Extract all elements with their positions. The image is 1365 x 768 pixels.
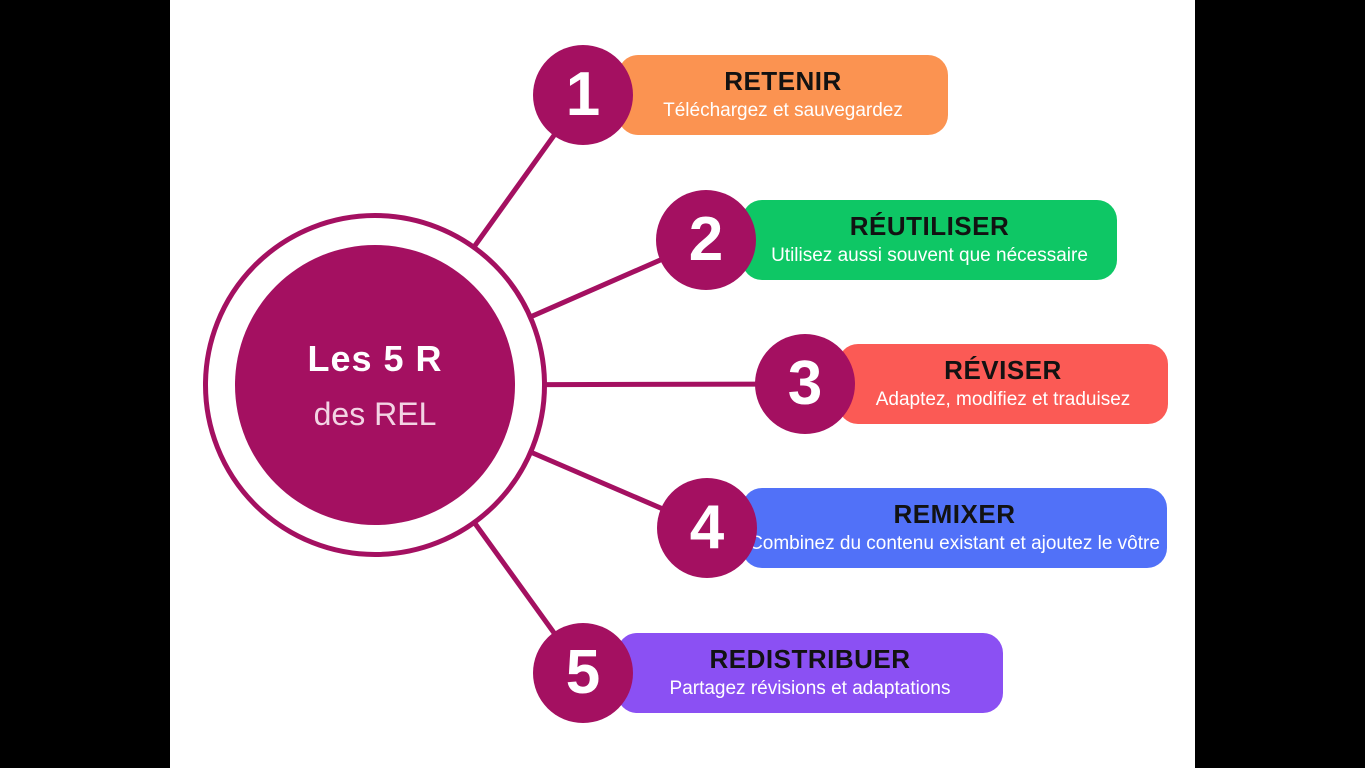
pill-reutiliser: RÉUTILISER Utilisez aussi souvent que né… [742,200,1117,280]
number-badge-5: 5 [533,623,633,723]
number-badge-2: 2 [656,190,756,290]
pill-subtitle-remixer: Combinez du contenu existant et ajoutez … [749,532,1160,554]
number-5-label: 5 [565,638,601,707]
number-2-label: 2 [688,205,724,274]
central-title: Les 5 R [307,337,443,379]
number-badge-4: 4 [657,478,757,578]
number-1-label: 1 [565,60,601,129]
pill-remixer: REMIXER Combinez du contenu existant et … [742,488,1167,568]
pill-title-redistribuer: REDISTRIBUER [709,644,911,675]
pill-subtitle-reviser: Adaptez, modifiez et traduisez [875,388,1131,410]
central-circle: Les 5 R des REL [235,245,515,525]
pill-reviser: RÉVISER Adaptez, modifiez et traduisez [838,344,1168,424]
number-badge-3: 3 [755,334,855,434]
pill-title-reutiliser: RÉUTILISER [849,211,1010,242]
pill-redistribuer: REDISTRIBUER Partagez révisions et adapt… [617,633,1003,713]
pill-subtitle-retenir: Téléchargez et sauvegardez [663,99,903,121]
number-3-label: 3 [787,349,823,418]
pill-title-retenir: RETENIR [724,66,842,97]
number-4-label: 4 [689,493,725,562]
pill-title-remixer: REMIXER [893,499,1016,530]
pill-retenir: RETENIR Téléchargez et sauvegardez [618,55,948,135]
pill-title-reviser: RÉVISER [944,355,1062,386]
pill-subtitle-reutiliser: Utilisez aussi souvent que nécessaire [771,244,1088,266]
number-badge-1: 1 [533,45,633,145]
pill-subtitle-redistribuer: Partagez révisions et adaptations [669,677,951,699]
central-subtitle: des REL [313,395,437,432]
